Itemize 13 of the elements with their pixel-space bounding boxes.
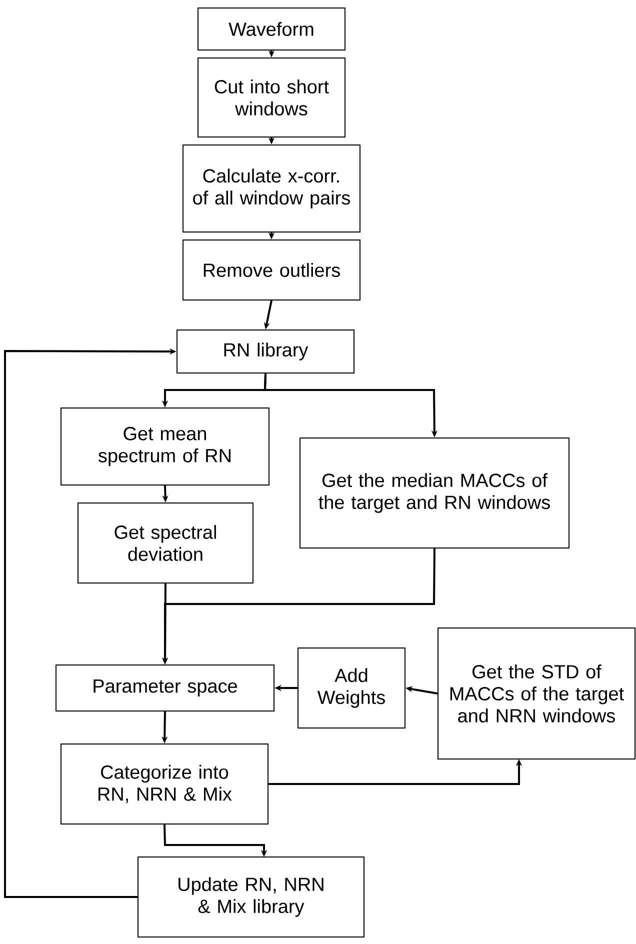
process-box: Categorize into RN, NRN & Mix (60, 744, 268, 824)
process-box: Get the median MACCs of the target and RN windows (300, 438, 570, 548)
process-box: Add Weights (298, 648, 406, 728)
process-box: Waveform (198, 8, 346, 50)
process-box: Get spectral deviation (78, 502, 254, 584)
process-box: Remove outliers (182, 240, 360, 300)
process-box: Get mean spectrum of RN (60, 408, 270, 486)
process-box: Get the STD of MACCs of the target and NRN windows (438, 628, 636, 760)
process-box: Update RN, NRN & Mix library (138, 856, 364, 938)
process-box: Parameter space (56, 664, 274, 712)
process-box: RN library (176, 330, 354, 374)
process-box: Calculate x-corr. of all window pairs (182, 144, 360, 232)
process-box: Cut into short windows (198, 58, 346, 138)
